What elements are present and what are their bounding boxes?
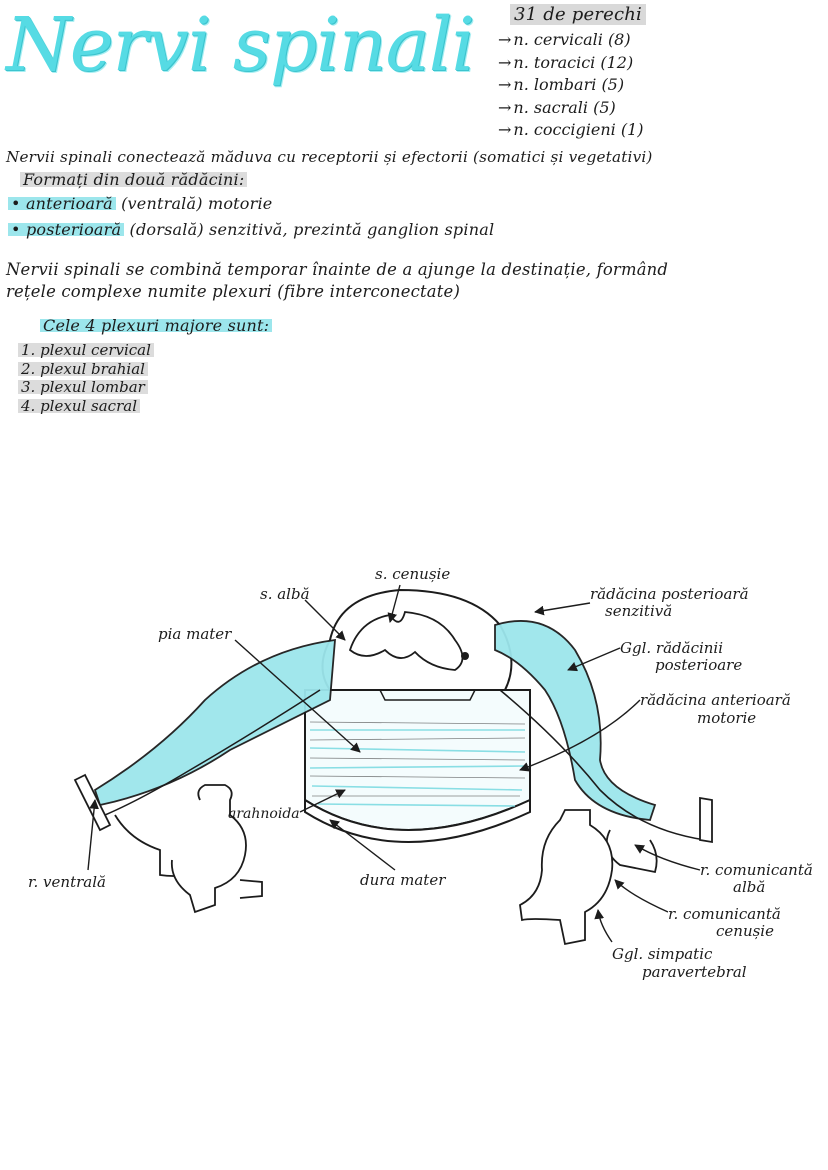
list-item: →n. toracici (12) <box>498 52 634 72</box>
arrow-right-icon: → <box>498 75 512 94</box>
list-item: →n. coccigieni (1) <box>498 120 644 139</box>
label-ventral-ramus: r. ventrală <box>28 873 106 891</box>
root-posterior: • posterioară (dorsală) senzitivă, prezi… <box>8 220 494 239</box>
list-item: →n. cervicali (8) <box>498 30 631 49</box>
label-arachnoid: arahnoida <box>228 806 300 822</box>
intro-line: Nervii spinali conectează măduva cu rece… <box>6 148 653 166</box>
root-anterior: • anterioară (ventrală) motorie <box>8 194 272 213</box>
label-root-ganglion-2: posterioare <box>655 656 743 674</box>
label-root-ganglion-1: Ggl. rădăcinii <box>620 639 724 657</box>
label-white-ramus-1: r. comunicantă <box>700 861 813 879</box>
list-item: 2. plexul brahial <box>18 359 154 379</box>
label-anterior-root-2: motorie <box>697 709 757 727</box>
pairs-heading: 31 de perechi <box>510 4 646 25</box>
label-white-matter: s. albă <box>260 585 310 603</box>
label-white-ramus-2: albă <box>733 878 766 896</box>
label-dura-mater: dura mater <box>360 871 446 889</box>
list-item: →n. lombari (5) <box>498 75 625 94</box>
right-spinal-nerve <box>494 620 713 946</box>
label-posterior-root-2: senzitivă <box>605 602 673 620</box>
roots-heading: Formați din două rădăcini: <box>20 170 248 189</box>
list-item: →n. sacrali (5) <box>498 97 616 117</box>
cord-cross-section <box>321 588 513 701</box>
list-item: 3. plexul lombar <box>18 378 154 397</box>
label-pia-mater: pia mater <box>158 625 232 643</box>
label-gray-ramus-2: cenușie <box>716 922 774 940</box>
arrow-right-icon: → <box>498 30 512 49</box>
label-sympathetic-ganglion-2: paravertebral <box>642 963 747 981</box>
plexus-heading: Cele 4 plexuri majore sunt: <box>40 316 273 335</box>
arrow-right-icon: → <box>498 120 512 139</box>
plexus-list: 1. plexul cervical 2. plexul brahial 3. … <box>18 341 154 415</box>
label-posterior-root-1: rădăcina posterioară <box>590 585 749 603</box>
page-title: Nervi spinali <box>6 2 475 88</box>
label-gray-ramus-1: r. comunicantă <box>668 905 781 923</box>
pairs-heading-text: 31 de perechi <box>510 4 646 25</box>
list-item: 1. plexul cervical <box>18 341 154 360</box>
plexus-line-2: rețele complexe numite plexuri (fibre in… <box>6 282 461 301</box>
arrow-right-icon: → <box>498 97 512 117</box>
central-canal-dot <box>461 652 469 660</box>
label-arrows <box>87 584 701 943</box>
left-spinal-nerve <box>73 638 336 914</box>
arrow-right-icon: → <box>498 52 512 72</box>
label-gray-matter: s. cenușie <box>375 565 451 583</box>
list-item: 4. plexul sacral <box>18 396 154 416</box>
spinal-cord-segment <box>304 689 531 843</box>
plexus-line-1: Nervii spinali se combină temporar înain… <box>6 260 669 279</box>
label-anterior-root-1: rădăcina anterioară <box>640 691 791 709</box>
label-sympathetic-ganglion-1: Ggl. simpatic <box>612 945 713 963</box>
nerve-count-list: →n. cervicali (8) →n. toracici (12) →n. … <box>498 30 644 143</box>
